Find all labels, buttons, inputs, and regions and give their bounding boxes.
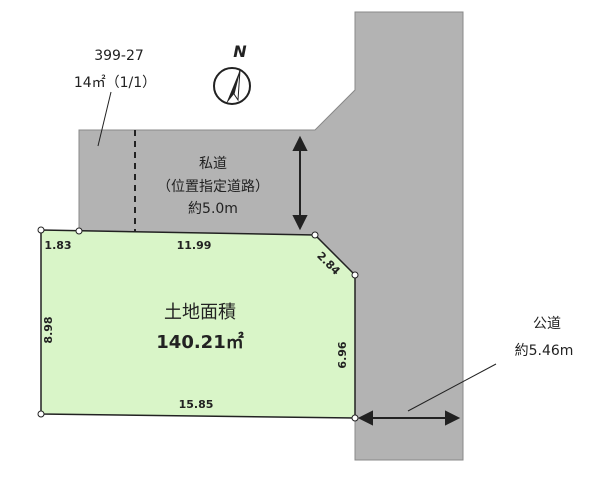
parcel-id-label: 399-27 <box>94 48 144 64</box>
dimension-right: 6.96 <box>336 341 349 368</box>
dimension-left: 8.98 <box>42 316 55 343</box>
public-road-label: 公道 <box>533 316 561 332</box>
private-road-type-label: （位置指定道路） <box>157 179 269 195</box>
private-road-label: 私道 <box>199 156 227 172</box>
public-road-leader-line <box>407 363 497 412</box>
public-road-width-arrow <box>357 410 461 426</box>
dimension-top-left: 1.83 <box>44 239 71 252</box>
private-road-width-arrow <box>292 135 308 231</box>
land-area-title: 土地面積 <box>164 302 236 323</box>
corner-markers <box>37 226 359 422</box>
dimension-top: 11.99 <box>177 239 212 252</box>
parcel-leader-line <box>97 91 112 147</box>
land-area-value: 140.21㎡ <box>156 331 243 353</box>
land-lot <box>40 229 356 419</box>
parcel-area-label: 14㎡（1/1） <box>74 75 156 91</box>
north-compass-icon: N <box>213 42 251 105</box>
compass-label: N <box>233 42 247 61</box>
public-road-width-label: 約5.46m <box>515 343 574 359</box>
dimension-bottom: 15.85 <box>179 398 214 411</box>
private-road-width-label: 約5.0m <box>188 201 238 217</box>
